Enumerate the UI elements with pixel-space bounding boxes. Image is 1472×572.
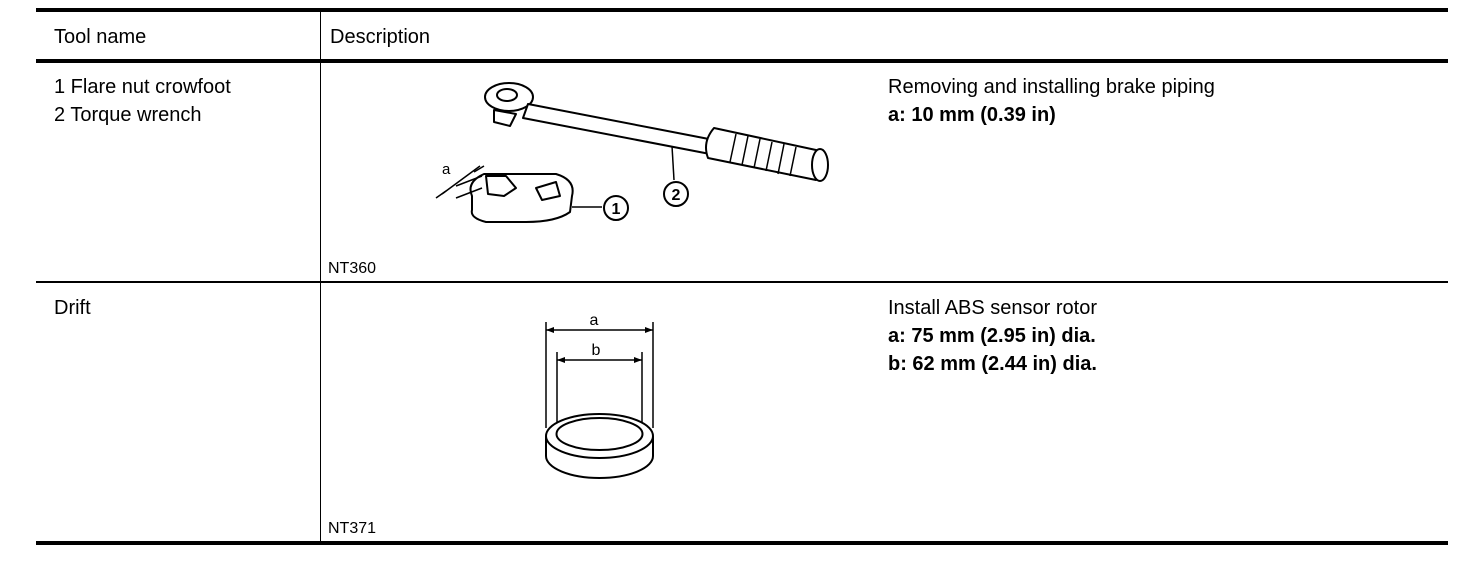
wrench-head-hole — [496, 88, 518, 102]
special-tools-table: Tool name Description 1 Flare nut crowfo… — [36, 0, 1448, 572]
header-tool-name: Tool name — [54, 26, 147, 48]
dim-a-label: a — [442, 161, 451, 178]
flare-nut-torque-wrench-illustration: 2 a 1 — [435, 82, 829, 223]
dim-a-label: a — [590, 312, 599, 329]
row1-figure-code: NT360 — [328, 260, 377, 277]
row1-description: Removing and installing brake piping — [888, 76, 1215, 98]
dim-b-label: b — [592, 342, 601, 359]
wrench-grip-end — [811, 148, 829, 182]
dim-a-extension-bottom — [455, 187, 483, 199]
callout-2-circle — [663, 181, 689, 207]
wrench-grip — [705, 127, 823, 181]
row1-tool-line-2: 2 Torque wrench — [54, 104, 202, 126]
row-divider — [36, 281, 1448, 283]
row2-spec-b: b: 62 mm (2.44 in) dia. — [888, 353, 1097, 375]
row2-description: Install ABS sensor rotor — [888, 297, 1097, 319]
callout-1-label: 1 — [612, 201, 621, 218]
callout-1-circle — [603, 195, 629, 221]
row2-spec-a: a: 75 mm (2.95 in) dia. — [888, 325, 1096, 347]
dim-a-extension-top — [455, 175, 483, 187]
crowfoot-drive-hole — [535, 181, 561, 201]
drift-illustration: a b — [545, 312, 654, 479]
leader-line-2 — [671, 145, 675, 181]
table-top-rule — [36, 8, 1448, 12]
column-divider — [320, 12, 321, 541]
table-bottom-rule — [36, 541, 1448, 545]
row1-tool-line-1: 1 Flare nut crowfoot — [54, 76, 231, 98]
row2-figure-code: NT371 — [328, 520, 377, 537]
header-bottom-rule — [36, 59, 1448, 63]
row1-spec-a: a: 10 mm (0.39 in) — [888, 104, 1056, 126]
drift-ring-top-inner — [555, 417, 644, 451]
header-description: Description — [330, 26, 431, 48]
crowfoot-jaw — [485, 175, 517, 197]
wrench-drive-square — [493, 109, 517, 127]
wrench-shaft — [522, 103, 715, 155]
row2-tool-line-1: Drift — [54, 297, 91, 319]
callout-2-label: 2 — [672, 187, 681, 204]
